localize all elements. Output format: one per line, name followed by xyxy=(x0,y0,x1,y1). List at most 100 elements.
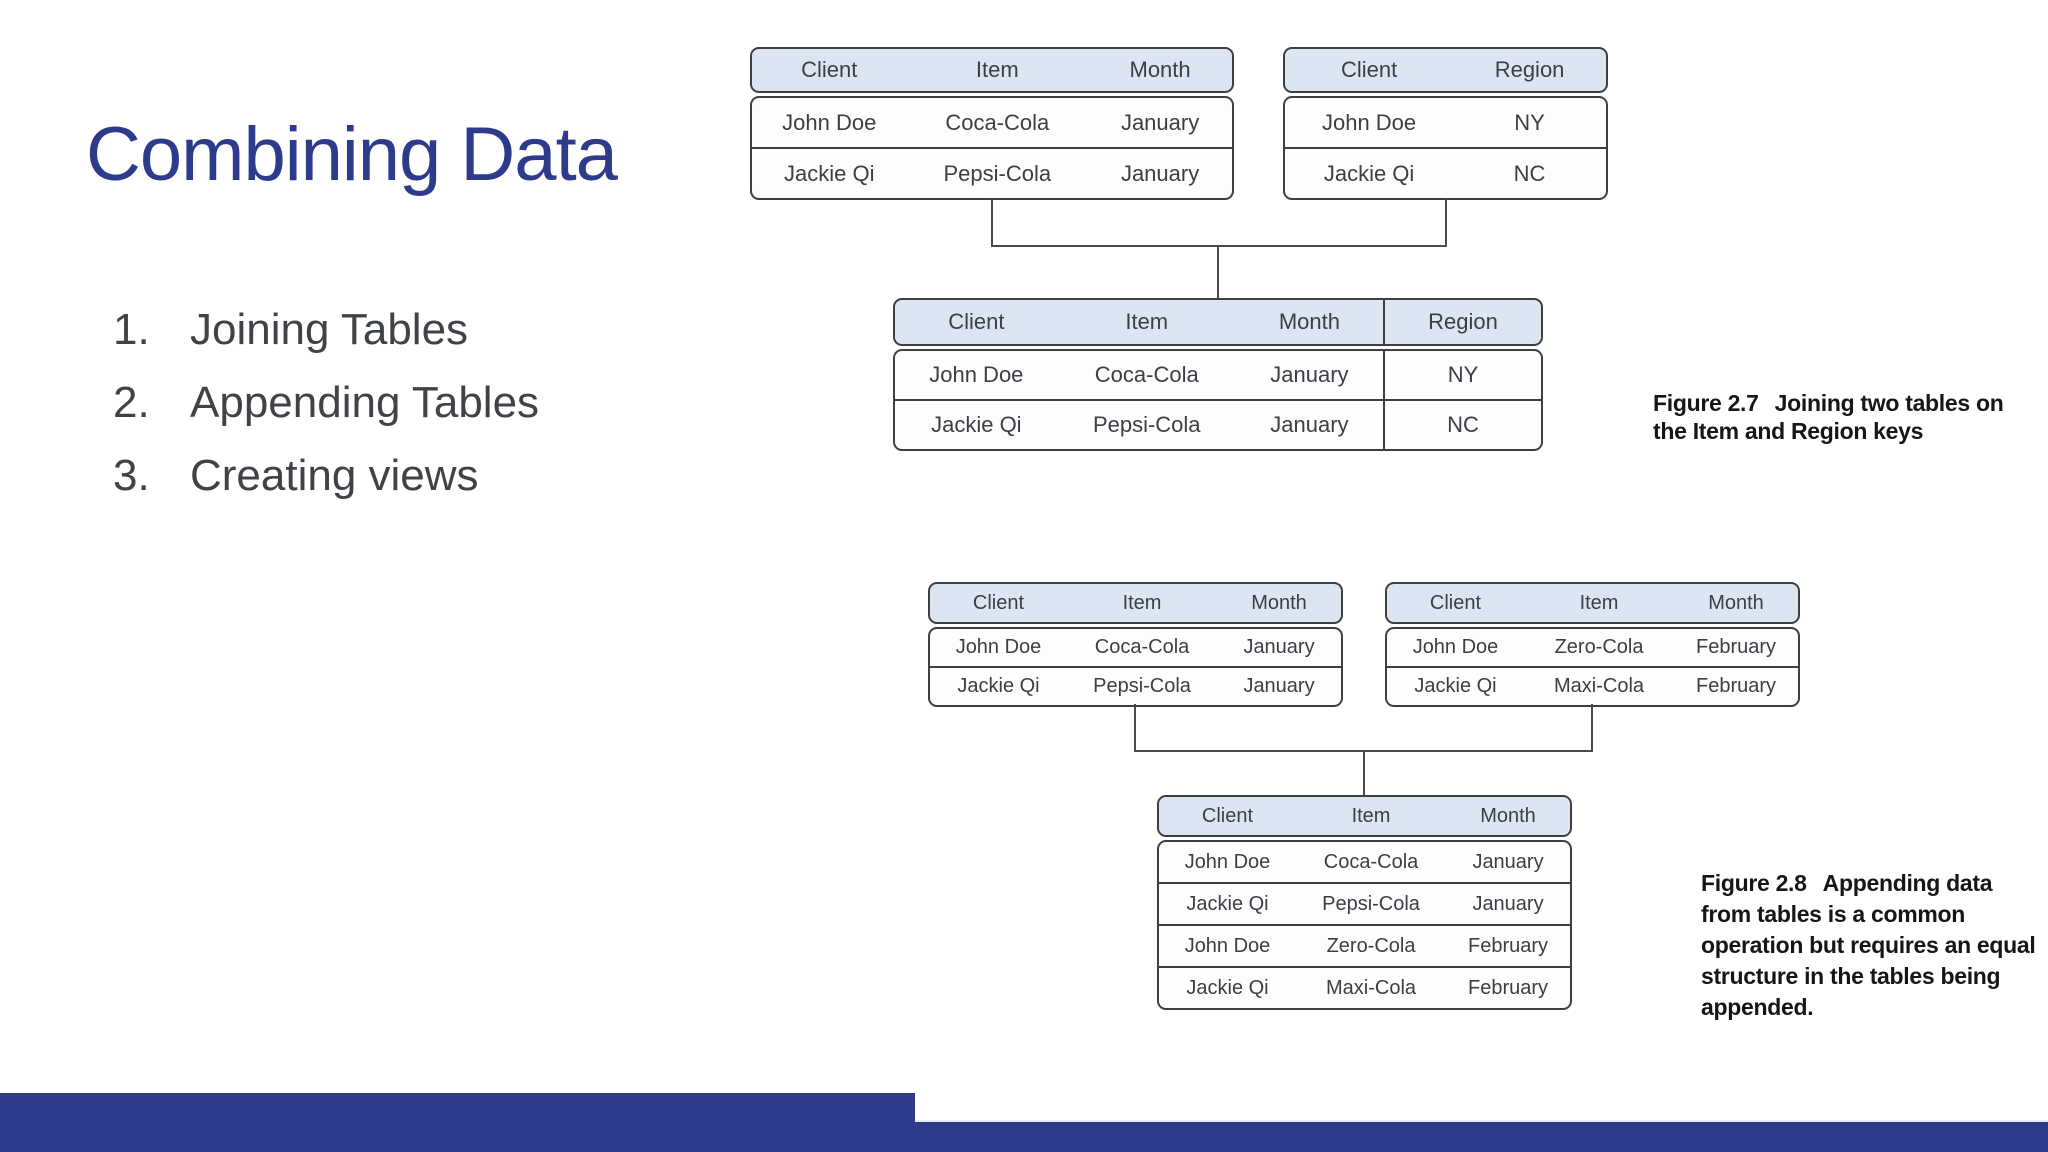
table-cell: February xyxy=(1696,636,1777,658)
table-cell: John Doe xyxy=(1321,109,1417,135)
connector-line xyxy=(1363,750,1365,797)
slide-title: Combining Data xyxy=(86,112,618,197)
connector-line xyxy=(1591,704,1593,752)
table-cell: February xyxy=(1696,675,1777,697)
footer-bar-left xyxy=(0,1093,915,1152)
list-item-label: Creating views xyxy=(190,450,479,500)
table-cell: Jackie Qi xyxy=(1186,892,1269,915)
table-cell: Jackie Qi xyxy=(957,675,1040,697)
table-cell: John Doe xyxy=(782,109,877,135)
table-row: Jackie Qi Pepsi-Cola January NC xyxy=(895,399,1541,449)
table-row: Jackie Qi NC xyxy=(1285,147,1606,198)
table-row: John Doe Coca-Cola January xyxy=(1159,842,1570,882)
table-header-cell: Item xyxy=(975,57,1019,82)
table-cell: January xyxy=(1120,160,1200,186)
table-cell: January xyxy=(1120,109,1200,135)
table-cell: Jackie Qi xyxy=(1186,976,1269,999)
agenda-list: 1. Joining Tables 2. Appending Tables 3.… xyxy=(113,293,539,512)
table-cell: NY xyxy=(1514,109,1545,135)
list-item-number: 2. xyxy=(113,377,150,427)
table-header-cell: Item xyxy=(1351,804,1391,827)
table-header-row: Client Item Month xyxy=(750,47,1234,93)
connector-line xyxy=(991,198,993,247)
join-result-table: Client Item Month Region John Doe Coca-C… xyxy=(893,298,1543,451)
table-header-cell: Client xyxy=(1429,591,1482,614)
table-row: Jackie Qi Pepsi-Cola January xyxy=(1159,882,1570,924)
table-header-row: Client Item Month xyxy=(1385,582,1800,624)
table-row: Jackie Qi Pepsi-Cola January xyxy=(752,147,1232,198)
table-cell: Coca-Cola xyxy=(1094,636,1190,658)
table-header-cell: Item xyxy=(1579,591,1619,614)
list-item-label: Appending Tables xyxy=(190,377,540,427)
table-header-row: Client Item Month xyxy=(1157,795,1572,837)
table-header-cell: Month xyxy=(1251,591,1307,614)
table-header-cell: Region xyxy=(1494,57,1565,82)
table-cell: Jackie Qi xyxy=(1323,160,1415,186)
table-header-cell: Month xyxy=(1129,57,1191,82)
table-header-cell: Month xyxy=(1480,804,1536,827)
table-body: John Doe Coca-Cola January Jackie Qi Pep… xyxy=(928,627,1343,707)
table-cell: John Doe xyxy=(1184,850,1271,873)
table-row: John Doe Zero-Cola February xyxy=(1159,924,1570,966)
table-cell: Maxi-Cola xyxy=(1554,675,1645,697)
table-row: Jackie Qi Maxi-Cola February xyxy=(1387,666,1798,705)
figure-caption-label: Figure 2.7 xyxy=(1653,390,1759,416)
table-cell: John Doe xyxy=(1184,934,1271,957)
table-cell: Pepsi-Cola xyxy=(1322,892,1420,915)
table-header-cell: Client xyxy=(801,57,858,82)
list-item-number: 1. xyxy=(113,304,150,354)
table-cell: Pepsi-Cola xyxy=(1093,675,1191,697)
table-body: John Doe Zero-Cola February Jackie Qi Ma… xyxy=(1385,627,1800,707)
table-cell: January xyxy=(1472,892,1544,915)
table-header-row: Client Item Month xyxy=(928,582,1343,624)
table-cell: February xyxy=(1468,976,1549,999)
connector-line xyxy=(1217,245,1219,300)
table-cell: NY xyxy=(1383,351,1541,399)
table-cell: Jackie Qi xyxy=(1414,675,1497,697)
figure-caption-text: Appending data from tables is a common o… xyxy=(1701,870,2036,1020)
table-cell: January xyxy=(1270,362,1349,387)
list-item-number: 3. xyxy=(113,450,150,500)
footer-bar-right xyxy=(915,1120,2048,1152)
table-header-cell: Month xyxy=(1278,309,1340,334)
join-source-table-right: Client Region John Doe NY Jackie Qi NC xyxy=(1283,47,1608,200)
table-cell: Coca-Cola xyxy=(945,109,1050,135)
table-cell: January xyxy=(1270,412,1349,437)
table-row: Jackie Qi Maxi-Cola February xyxy=(1159,966,1570,1008)
append-source-table-left: Client Item Month John Doe Coca-Cola Jan… xyxy=(928,582,1343,707)
table-header-cell: Item xyxy=(1125,309,1169,334)
table-header-cell: Client xyxy=(1201,804,1254,827)
list-item: 1. Joining Tables xyxy=(113,293,539,366)
table-header-cell: Client xyxy=(948,309,1005,334)
table-cell: Coca-Cola xyxy=(1094,362,1199,387)
connector-line xyxy=(1134,704,1136,752)
table-row: John Doe Zero-Cola February xyxy=(1387,629,1798,666)
table-body: John Doe Coca-Cola January NY Jackie Qi … xyxy=(893,349,1543,451)
table-header-cell: Item xyxy=(1122,591,1162,614)
table-row: John Doe Coca-Cola January xyxy=(752,98,1232,147)
join-source-table-left: Client Item Month John Doe Coca-Cola Jan… xyxy=(750,47,1234,200)
append-source-table-right: Client Item Month John Doe Zero-Cola Feb… xyxy=(1385,582,1800,707)
table-row: John Doe NY xyxy=(1285,98,1606,147)
table-header-cell: Month xyxy=(1708,591,1764,614)
table-cell: Jackie Qi xyxy=(783,160,875,186)
table-header-cell: Region xyxy=(1383,300,1541,344)
table-header-row: Client Region xyxy=(1283,47,1608,93)
table-cell: NC xyxy=(1383,401,1541,449)
table-header-row: Client Item Month Region xyxy=(893,298,1543,346)
table-row: Jackie Qi Pepsi-Cola January xyxy=(930,666,1341,705)
table-body: John Doe Coca-Cola January Jackie Qi Pep… xyxy=(1157,840,1572,1010)
figure-caption-label: Figure 2.8 xyxy=(1701,870,1807,896)
table-body: John Doe NY Jackie Qi NC xyxy=(1283,96,1608,200)
table-cell: John Doe xyxy=(1412,636,1499,658)
list-item: 3. Creating views xyxy=(113,439,539,512)
table-row: John Doe Coca-Cola January NY xyxy=(895,351,1541,399)
connector-line xyxy=(1445,198,1447,247)
table-row: John Doe Coca-Cola January xyxy=(930,629,1341,666)
table-cell: Jackie Qi xyxy=(931,412,1022,437)
table-cell: January xyxy=(1243,675,1315,697)
table-cell: Pepsi-Cola xyxy=(943,160,1052,186)
